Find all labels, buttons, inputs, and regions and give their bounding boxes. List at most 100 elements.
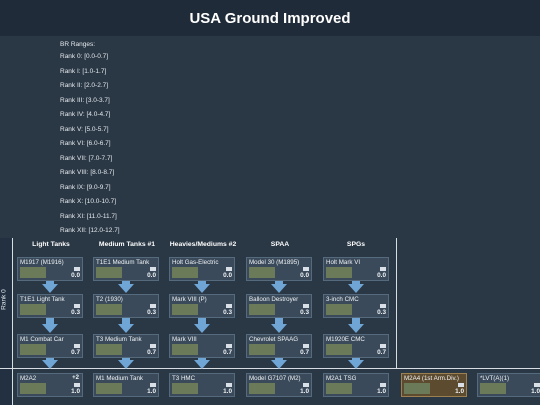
page-title-bar: USA Ground Improved: [0, 0, 540, 36]
down-arrow-icon: [194, 324, 210, 333]
br-range-line: Rank IX: [9.0-9.7]: [60, 184, 111, 191]
rank-label-panel: Rank 0: [0, 238, 13, 368]
vehicle-type-icon: [74, 383, 80, 387]
vehicle-name: M1917 (M1916): [20, 259, 64, 266]
tree-connector: [352, 318, 360, 324]
br-range-line: Rank 0: [0.0-0.7]: [60, 53, 109, 60]
vehicle-name: Model 30 (M1895): [249, 259, 300, 266]
down-arrow-icon: [194, 284, 210, 293]
vehicle-name: M2A4 (1st Arm.Div.): [404, 375, 459, 382]
vehicle-type-icon: [226, 304, 232, 308]
vehicle-thumbnail-icon: [249, 383, 275, 394]
vehicle-card[interactable]: M1917 (M1916)0.0: [17, 257, 83, 281]
tree-connector: [198, 358, 206, 360]
br-range-line: Rank II: [2.0-2.7]: [60, 82, 109, 89]
vehicle-thumbnail-icon: [96, 383, 122, 394]
tree-connector: [275, 318, 283, 324]
br-range-line: Rank VIII: [8.0-8.7]: [60, 169, 115, 176]
vehicle-type-icon: [150, 304, 156, 308]
vehicle-card[interactable]: *LVT(A)(1)1.0: [477, 373, 540, 397]
down-arrow-icon: [118, 284, 134, 293]
down-arrow-icon: [348, 284, 364, 293]
tree-connector: [46, 281, 54, 284]
column-header-spgs: SPGs: [346, 241, 366, 248]
br-range-line: Rank VI: [6.0-6.7]: [60, 140, 111, 147]
vehicle-type-icon: [226, 267, 232, 271]
vehicle-br: 1.0: [223, 388, 232, 395]
vehicle-card[interactable]: Mark VIII (P) 0.3: [169, 294, 235, 318]
vehicle-name: Mark VIII (P): [172, 296, 207, 303]
vehicle-br: 0.3: [223, 309, 232, 316]
vehicle-thumbnail-icon: [326, 267, 352, 278]
rank-separator: [0, 368, 540, 369]
vehicle-type-icon: [380, 267, 386, 271]
br-range-line: Rank IV: [4.0-4.7]: [60, 111, 111, 118]
down-arrow-icon: [42, 360, 58, 369]
vehicle-br: 1.0: [377, 388, 386, 395]
tree-connector: [122, 318, 130, 324]
vehicle-thumbnail-icon: [249, 304, 275, 315]
vehicle-thumbnail-icon: [96, 344, 122, 355]
vehicle-name: M2A2: [20, 375, 37, 382]
vehicle-br: 0.7: [300, 349, 309, 356]
vehicle-card[interactable]: Model 30 (M1895)0.0: [246, 257, 312, 281]
vehicle-thumbnail-icon: [96, 267, 122, 278]
vehicle-type-icon: [303, 267, 309, 271]
vehicle-thumbnail-icon: [172, 267, 198, 278]
vehicle-card[interactable]: M2A4 (1st Arm.Div.)1.0: [401, 373, 467, 397]
vehicle-thumbnail-icon: [172, 304, 198, 315]
vehicle-thumbnail-icon: [20, 344, 46, 355]
vehicle-name: T1E1 Light Tank: [20, 296, 65, 303]
tree-connector: [275, 358, 283, 360]
vehicle-thumbnail-icon: [404, 383, 430, 394]
vehicle-type-icon: [303, 304, 309, 308]
vehicle-group-count: +2: [72, 375, 79, 381]
tree-connector: [122, 281, 130, 284]
vehicle-card[interactable]: T2 (1930)0.3: [93, 294, 159, 318]
down-arrow-icon: [271, 360, 287, 369]
br-range-line: Rank V: [5.0-5.7]: [60, 126, 109, 133]
rank-label: Rank 0: [0, 289, 8, 310]
vehicle-thumbnail-icon: [172, 383, 198, 394]
vehicle-thumbnail-icon: [96, 304, 122, 315]
vehicle-br: 1.0: [147, 388, 156, 395]
vehicle-thumbnail-icon: [20, 267, 46, 278]
down-arrow-icon: [194, 360, 210, 369]
down-arrow-icon: [271, 324, 287, 333]
column-header-heavies-mediums: Heavies/Mediums #2: [169, 241, 237, 248]
tree-connector: [46, 318, 54, 324]
br-range-line: Rank XII: [12.0-12.7]: [60, 227, 120, 234]
vehicle-br: 0.7: [147, 349, 156, 356]
column-header-medium-tanks: Medium Tanks #1: [98, 241, 156, 248]
vehicle-type-icon: [380, 344, 386, 348]
tree-connector: [198, 281, 206, 284]
down-arrow-icon: [118, 324, 134, 333]
vehicle-name: Balloon Destroyer: [249, 296, 299, 303]
vehicle-thumbnail-icon: [326, 344, 352, 355]
vehicle-type-icon: [150, 344, 156, 348]
vehicle-thumbnail-icon: [172, 344, 198, 355]
vehicle-br: 0.7: [71, 349, 80, 356]
research-tree: Rank 0 Light Tanks Medium Tanks #1 Heavi…: [0, 238, 540, 405]
br-range-line: Rank I: [1.0-1.7]: [60, 68, 107, 75]
vehicle-thumbnail-icon: [20, 304, 46, 315]
vehicle-card[interactable]: Model G7107 (M2)1.0: [246, 373, 312, 397]
column-header-spaa: SPAA: [270, 241, 290, 248]
vehicle-thumbnail-icon: [20, 383, 46, 394]
down-arrow-icon: [118, 360, 134, 369]
